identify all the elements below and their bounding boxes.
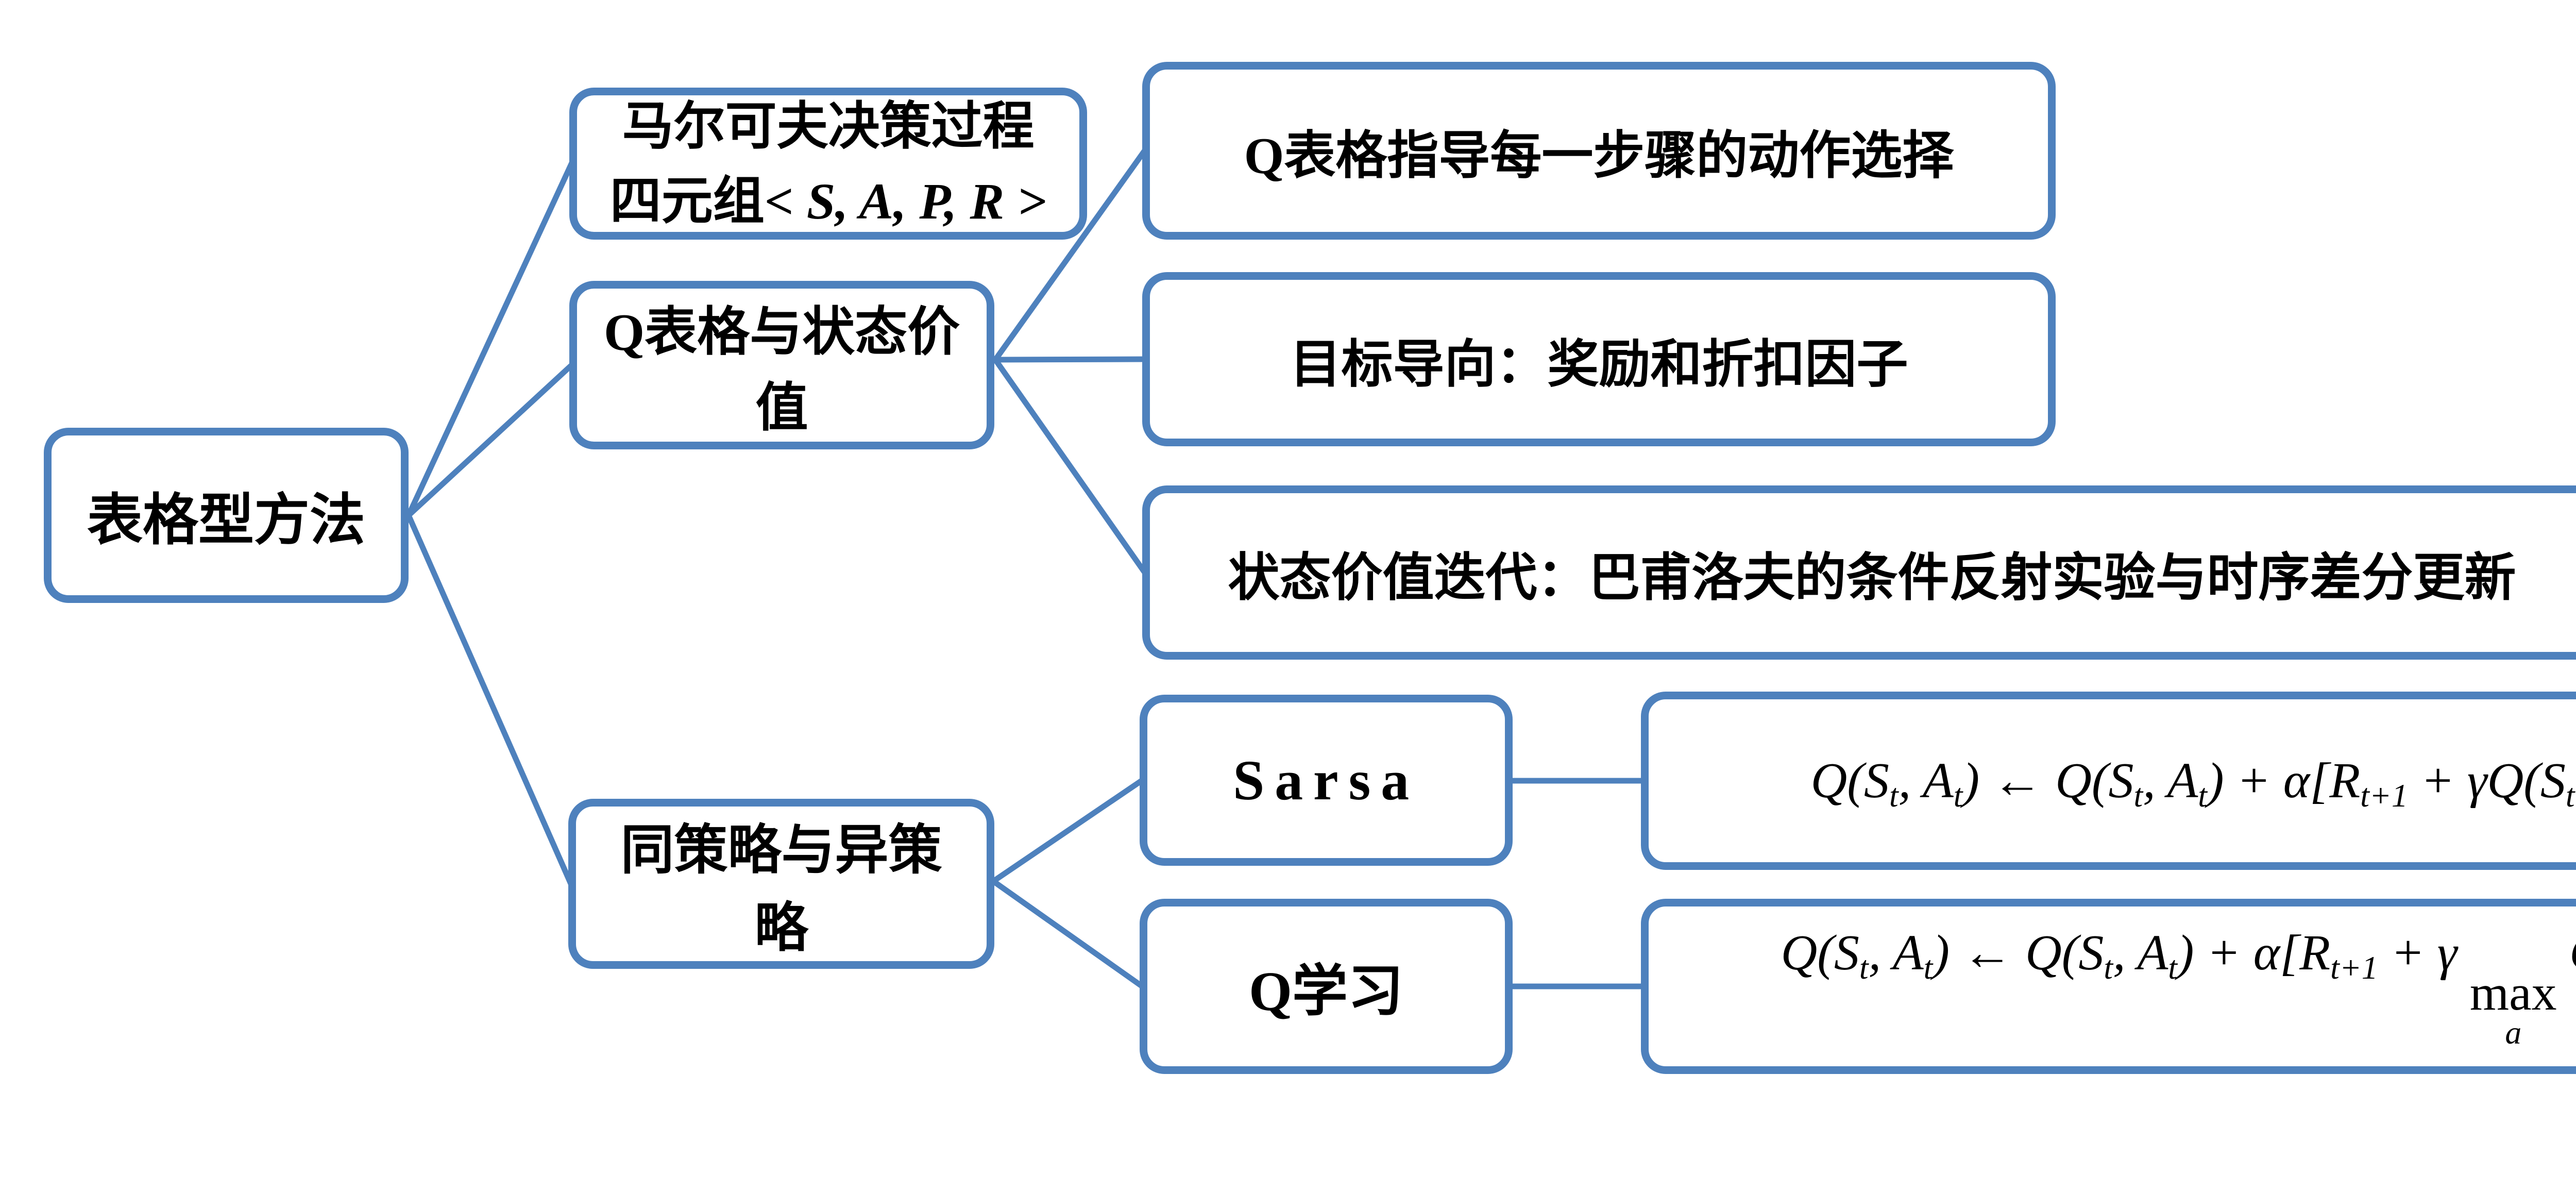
node-qtable-label: Q表格与状态价值 (603, 303, 960, 438)
node-leaf-goal-label: 目标导向：奖励和折扣因子 (1290, 335, 1908, 393)
node-sarsa: Sarsa (1140, 695, 1513, 866)
node-sarsa-formula: Q(St, At) ← Q(St, At) + α[Rt+1 + γQ(St+1… (1641, 692, 2576, 870)
node-mdp-tuple: 马尔可夫决策过程四元组< S, A, P, R > (569, 88, 1087, 240)
connector-policy-to-sarsa (990, 777, 1145, 884)
connector-root-to-qtable (405, 362, 575, 518)
connector-root-to-policy (405, 512, 574, 887)
node-sarsa-label: Sarsa (1233, 748, 1419, 812)
node-q-learning: Q学习 (1140, 899, 1513, 1074)
node-mdp-math: < S, A, P, R > (764, 172, 1047, 230)
node-leaf-td-label: 状态价值迭代：巴甫洛夫的条件反射实验与时序差分更新 (1228, 549, 2516, 607)
connector-root-to-mdp (405, 160, 575, 518)
node-leaf-action-label: Q表格指导每一步骤的动作选择 (1244, 127, 1954, 184)
node-policy-label: 同策略与异策略 (620, 821, 942, 958)
connector-qtable-to-td (992, 357, 1148, 576)
connector-qtable-to-action (992, 147, 1148, 363)
node-qtable-state-value: Q表格与状态价值 (569, 281, 994, 449)
sarsa-update-formula: Q(St, At) ← Q(St, At) + α[Rt+1 + γQ(St+1… (1810, 753, 2576, 814)
node-state-value-iteration: 状态价值迭代：巴甫洛夫的条件反射实验与时序差分更新 (1142, 485, 2576, 660)
node-qlearning-label: Q学习 (1248, 961, 1403, 1022)
node-mdp-label: 马尔可夫决策过程四元组< S, A, P, R > (577, 89, 1079, 239)
node-root-label: 表格型方法 (87, 490, 365, 551)
node-on-off-policy: 同策略与异策略 (568, 799, 994, 969)
connector-qtable-to-goal (992, 356, 1148, 363)
node-qtable-action-selection: Q表格指导每一步骤的动作选择 (1142, 62, 2056, 240)
node-mdp-text: 马尔可夫决策过程四元组 (609, 97, 1035, 230)
node-root: 表格型方法 (44, 428, 409, 603)
node-goal-oriented: 目标导向：奖励和折扣因子 (1142, 272, 2056, 446)
connector-policy-to-qlearning (990, 878, 1145, 989)
